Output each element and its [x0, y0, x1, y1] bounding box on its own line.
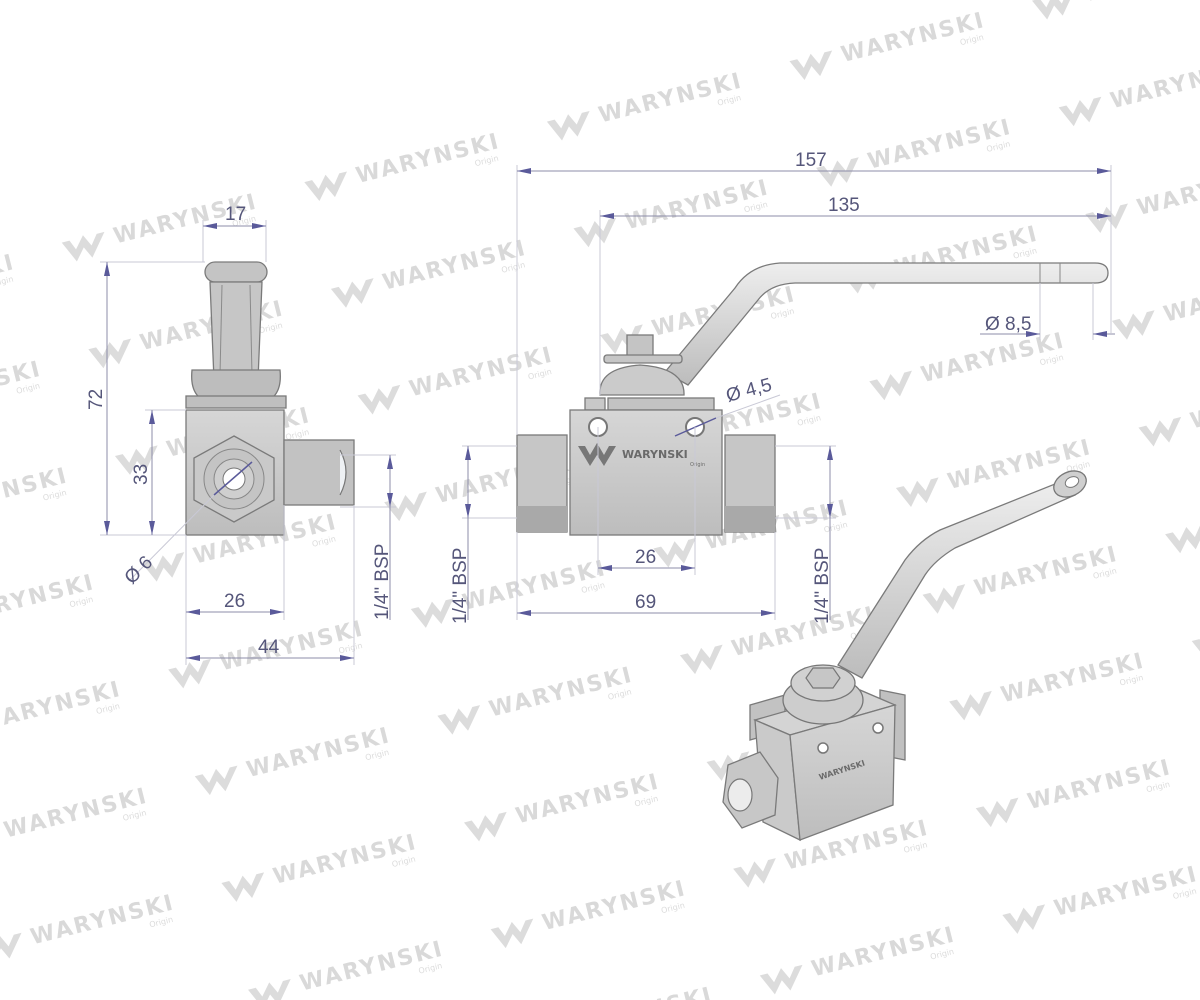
dim-body-length: 69	[635, 592, 656, 613]
dim-width-top: 17	[225, 204, 246, 225]
dim-height-total: 72	[86, 389, 107, 410]
dim-overall-length: 157	[795, 150, 827, 171]
dim-port-right: 1/4" BSP	[812, 548, 833, 624]
isometric-view: WARYNSKI	[722, 470, 1087, 842]
svg-text:WARYNSKI: WARYNSKI	[622, 448, 688, 461]
dim-hole-spacing: 26	[635, 547, 656, 568]
svg-text:Origin: Origin	[690, 462, 705, 468]
dim-width-body: 26	[224, 591, 245, 612]
front-view-dimensions: 157 135 Ø 8,5 Ø 4,5 26 69 1/4" BSP	[450, 150, 1115, 624]
dim-port-left: 1/4" BSP	[450, 548, 471, 624]
dim-handle-length: 135	[828, 195, 860, 216]
side-view	[185, 261, 355, 536]
dim-width-total: 44	[258, 637, 280, 658]
dim-height-body: 33	[131, 464, 152, 485]
dim-handle-hole: Ø 8,5	[985, 314, 1031, 335]
dim-port-thread: 1/4" BSP	[372, 544, 393, 620]
